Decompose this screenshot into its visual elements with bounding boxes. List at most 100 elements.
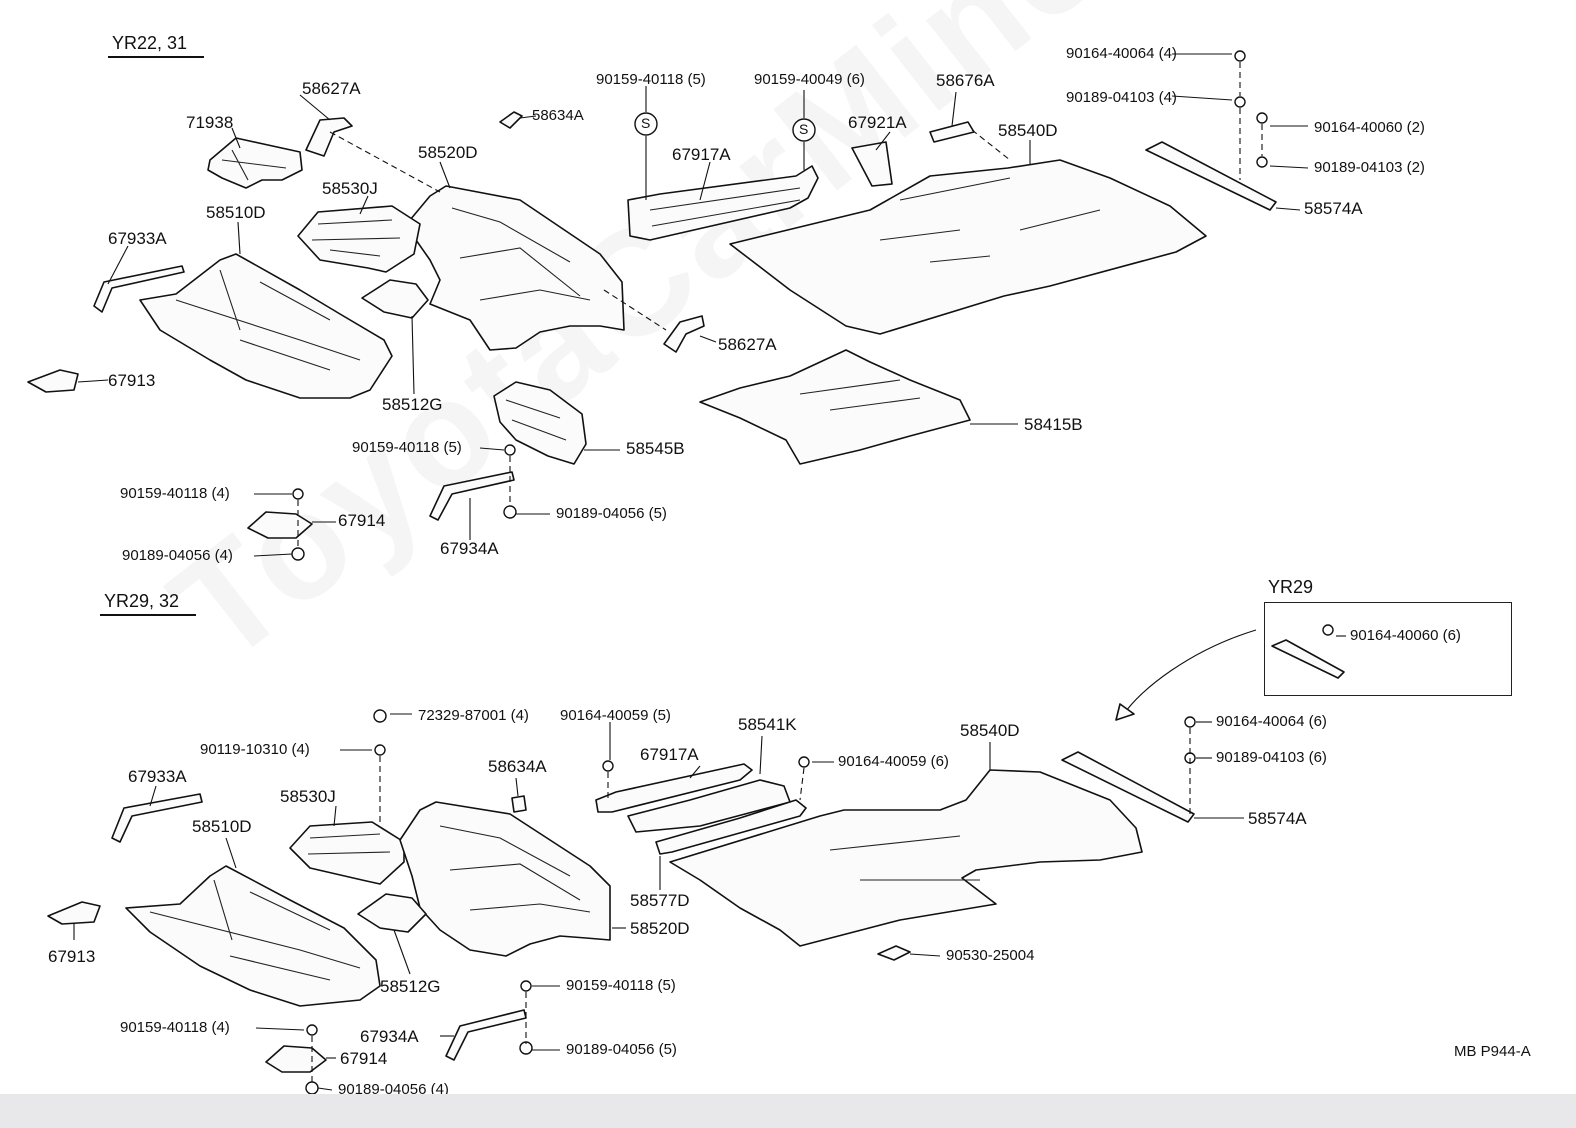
label-90164-40060-6: 90164-40060 (6) [1350,627,1461,644]
label-67934A-bottom: 67934A [360,1027,419,1046]
part-67933A-bottom [111,793,203,843]
part-67933A [93,265,185,313]
label-90159-40118-5b: 90159-40118 (5) [352,439,462,456]
label-67933A: 67933A [108,229,167,248]
label-90189-04103-2: 90189-04103 (2) [1314,159,1425,176]
label-90164-40059-5: 90164-40059 (5) [560,707,671,724]
label-90159-40118-5-bottom: 90159-40118 (5) [566,977,676,994]
label-90164-40064-4: 90164-40064 (4) [1066,45,1177,62]
label-67933A-bottom: 67933A [128,767,187,786]
part-58512G [361,279,429,319]
label-58540D-bottom: 58540D [960,721,1020,740]
curved-arrow [1115,629,1257,721]
part-90530-25004 [877,945,911,961]
part-58627A-upper [305,117,353,157]
label-90530-25004: 90530-25004 [946,947,1035,964]
label-72329-87001-4: 72329-87001 (4) [418,707,529,724]
label-90119-10310-4: 90119-10310 (4) [200,741,310,758]
inset-strip [1271,639,1345,679]
part-58634A-bottom [511,795,527,813]
s-marker-1 [634,112,658,136]
label-58540D: 58540D [998,121,1058,140]
label-67913-bottom: 67913 [48,947,96,966]
label-58510D: 58510D [206,203,266,222]
label-90164-40060-2: 90164-40060 (2) [1314,119,1425,136]
part-67913-bottom [47,901,101,925]
label-67917A-bottom: 67917A [640,745,699,764]
s-marker-text: S [799,121,809,137]
label-58530J-bottom: 58530J [280,787,336,806]
label-67917A: 67917A [672,145,731,164]
label-58545B: 58545B [626,439,685,458]
label-58574A: 58574A [1304,199,1363,218]
label-90159-40118-4-bottom: 90159-40118 (4) [120,1019,230,1036]
part-58627A-lower [663,315,705,353]
label-58520D-bottom: 58520D [630,919,690,938]
label-58627A-upper: 58627A [302,79,361,98]
label-58634A-bottom: 58634A [488,757,547,776]
part-58540D-bottom [669,769,1143,947]
part-58530J-bottom [289,821,405,885]
section-title-underline [100,614,196,616]
part-58510D-bottom [125,865,381,1007]
label-90159-40049-6: 90159-40049 (6) [754,71,865,88]
part-67921A [851,141,893,187]
dashed-guides-top [297,62,1263,548]
label-58541K: 58541K [738,715,797,734]
diagram-code: MB P944-A [1454,1043,1531,1060]
label-67934A: 67934A [440,539,499,558]
label-90189-04056-4: 90189-04056 (4) [122,547,233,564]
label-67921A: 67921A [848,113,907,132]
label-71938: 71938 [186,113,234,132]
leaders-top [77,53,1309,557]
label-58577D: 58577D [630,891,690,910]
label-58512G-bottom: 58512G [380,977,441,996]
part-67917A-bottom [595,763,753,813]
label-58627A-lower: 58627A [718,335,777,354]
s-marker-2 [792,118,816,142]
s-marker-text: S [641,115,651,131]
label-58574A-bottom: 58574A [1248,809,1307,828]
part-58574A-top [1145,141,1277,211]
part-58520D-bottom [399,801,611,957]
label-58530J: 58530J [322,179,378,198]
label-90164-40059-6: 90164-40059 (6) [838,753,949,770]
inset-title: YR29 [1268,577,1314,597]
label-90189-04056-5: 90189-04056 (5) [556,505,667,522]
label-67914: 67914 [338,511,386,530]
part-67914 [247,511,313,539]
part-58510D [139,253,393,399]
label-90189-04103-4: 90189-04103 (4) [1066,89,1177,106]
leaders-bottom [73,635,1346,1091]
section-title-yr22-31: YR22, 31 [112,33,188,53]
part-58512G-bottom [357,893,427,933]
part-58540D-top [729,159,1207,335]
label-90159-40118-5: 90159-40118 (5) [596,71,706,88]
label-90189-04103-6: 90189-04103 (6) [1216,749,1327,766]
bottom-scroll-bar [0,1094,1576,1128]
label-58520D: 58520D [418,143,478,162]
label-58634A: 58634A [532,107,584,124]
label-58415B: 58415B [1024,415,1083,434]
part-58545B [493,381,587,465]
part-58577D [655,799,807,855]
part-58520D [409,185,625,351]
label-58676A: 58676A [936,71,995,90]
part-58634A [499,111,523,129]
label-90189-04056-4-bottom: 90189-04056 (4) [338,1081,449,1098]
part-71938 [207,137,303,189]
part-67914-bottom [265,1045,327,1073]
part-67934A [429,471,515,521]
label-90189-04056-5-bottom: 90189-04056 (5) [566,1041,677,1058]
label-67913: 67913 [108,371,156,390]
part-67934A-bottom [445,1009,527,1061]
label-67914-bottom: 67914 [340,1049,388,1068]
section-title-underline [108,56,204,58]
part-58415B [699,349,971,465]
label-90164-40064-6: 90164-40064 (6) [1216,713,1327,730]
label-58510D-bottom: 58510D [192,817,252,836]
inset-yr29-box [1264,602,1512,696]
dashed-guides-bottom [311,728,1191,1084]
section-title-yr29-32: YR29, 32 [104,591,180,611]
